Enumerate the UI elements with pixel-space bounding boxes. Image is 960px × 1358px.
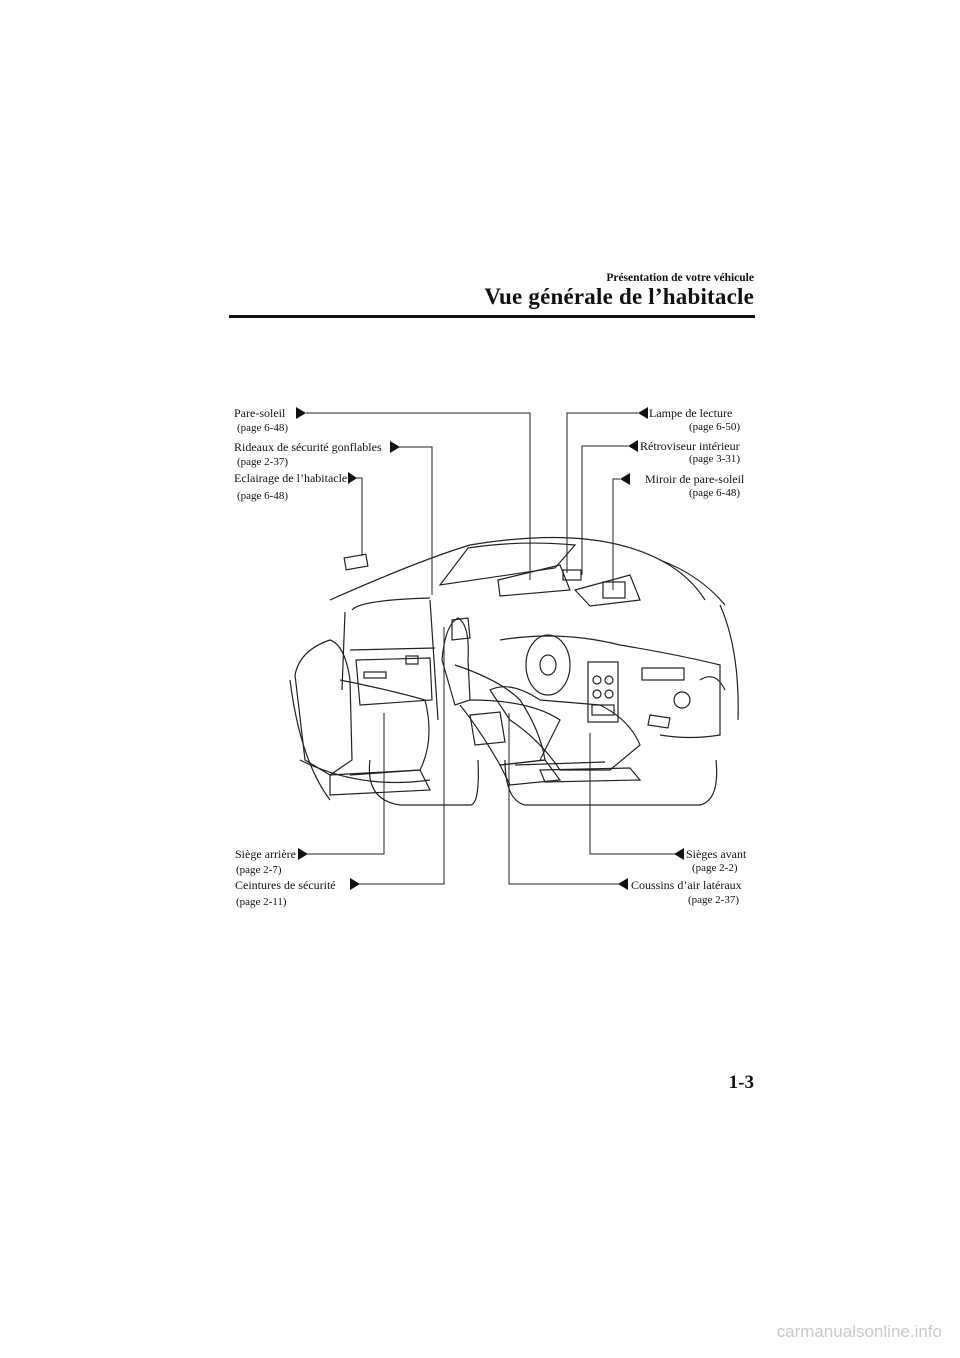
leader-lampe bbox=[566, 412, 638, 573]
arrow-miroir bbox=[620, 473, 630, 485]
label-sieges-avant: Sièges avant bbox=[686, 847, 747, 861]
label-rideaux: Rideaux de sécurité gonflables bbox=[234, 440, 382, 454]
leader-siege-arriere bbox=[307, 713, 385, 855]
leader-sieges-avant bbox=[589, 733, 676, 855]
leader-pare-soleil bbox=[306, 412, 531, 580]
watermark-text: carmanualsonline.info bbox=[776, 1322, 942, 1341]
arrow-retroviseur bbox=[628, 440, 638, 452]
arrow-pare-soleil bbox=[296, 407, 306, 419]
leader-miroir bbox=[612, 478, 620, 590]
page-title: Vue générale de l’habitacle bbox=[484, 284, 754, 309]
leader-ceintures bbox=[358, 627, 445, 885]
page-retroviseur: (page 3-31) bbox=[689, 453, 741, 465]
page-ceintures: (page 2-11) bbox=[236, 896, 287, 908]
section-heading: Présentation de votre véhicule bbox=[606, 272, 754, 284]
arrow-ceintures bbox=[350, 878, 360, 890]
label-retroviseur: Rétroviseur intérieur bbox=[640, 439, 740, 453]
page-sieges-avant: (page 2-2) bbox=[692, 862, 738, 874]
page-rideaux: (page 2-37) bbox=[237, 456, 289, 468]
arrow-lampe bbox=[638, 407, 648, 419]
leader-eclairage bbox=[355, 477, 363, 556]
leader-coussins bbox=[508, 713, 620, 885]
arrow-rideaux bbox=[390, 441, 400, 453]
title-rule bbox=[229, 315, 755, 318]
arrow-sieges-avant bbox=[674, 848, 684, 860]
label-eclairage: Eclairage de l’habitacle bbox=[234, 471, 348, 485]
label-ceintures: Ceintures de sécurité bbox=[235, 878, 336, 892]
label-siege-arriere: Siège arrière bbox=[235, 847, 296, 861]
leader-rideaux bbox=[398, 446, 433, 595]
page-eclairage: (page 6-48) bbox=[237, 490, 289, 502]
car-drawing bbox=[289, 536, 739, 806]
page-coussins: (page 2-37) bbox=[688, 894, 740, 906]
arrow-siege-arriere bbox=[298, 848, 308, 860]
arrow-coussins bbox=[618, 878, 628, 890]
arrow-eclairage bbox=[348, 472, 357, 484]
page-siege-arriere: (page 2-7) bbox=[236, 864, 282, 876]
page-miroir: (page 6-48) bbox=[689, 487, 741, 499]
label-lampe: Lampe de lecture bbox=[649, 406, 733, 420]
page-pare-soleil: (page 6-48) bbox=[237, 422, 289, 434]
label-coussins: Coussins d’air latéraux bbox=[631, 878, 742, 892]
label-pare-soleil: Pare-soleil bbox=[234, 406, 286, 420]
page-number: 1-3 bbox=[728, 1072, 754, 1093]
leader-retroviseur bbox=[581, 445, 628, 575]
watermark: carmanualsonline.info bbox=[0, 1322, 960, 1342]
label-miroir: Miroir de pare-soleil bbox=[645, 472, 745, 486]
page-lampe: (page 6-50) bbox=[689, 421, 741, 433]
